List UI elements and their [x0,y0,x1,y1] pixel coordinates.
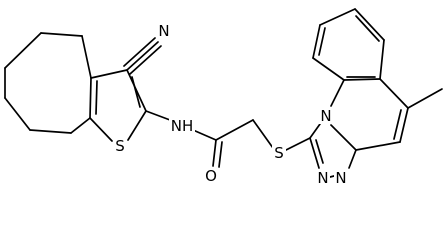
atom-label: S [274,144,284,162]
bond [309,137,320,169]
bond [354,8,385,41]
atom-labels: N NH S O S N N N [113,22,348,187]
bond [89,77,92,119]
bond [218,141,223,168]
bond [355,15,380,42]
bond [126,41,159,71]
bond [192,129,217,141]
bond [89,117,113,142]
bond [4,32,42,69]
atom-nitrile-n: N [157,22,171,40]
bond [329,175,335,178]
bond [95,80,98,115]
chemical-structure: N NH S O S N N N [4,8,443,187]
bond [285,137,311,151]
structure-canvas: N NH S O S N N N [4,8,443,187]
atom-label: S [115,137,125,155]
atom-label: N [320,107,331,125]
bond [379,39,385,80]
bond [123,37,156,67]
bond [330,79,345,107]
atom-nh: NH [169,117,195,135]
bond [309,123,321,139]
bond [4,97,31,131]
bond [131,76,141,108]
bond [312,57,345,81]
bond [355,141,401,151]
atom-label: N [317,169,328,187]
bond [126,69,147,112]
atom-label: NH [171,117,194,135]
bond [312,24,321,59]
bond [319,8,356,26]
bond [215,119,254,141]
bond [212,139,217,167]
atom-link-s: S [272,144,286,162]
atom-label: N [335,169,346,187]
bond [315,139,324,164]
bond [70,117,91,134]
bond [29,129,72,134]
atom-triazole-n2: N [334,169,348,187]
bond [318,27,326,56]
atom-bridge-n: N [319,107,333,125]
bond [343,78,381,81]
bond [330,124,357,151]
atom-triazole-n1: N [316,169,330,187]
bond [40,32,83,37]
bond [407,88,443,109]
bond [348,149,357,169]
atom-thiophene-s: S [113,137,127,155]
bond [90,69,128,79]
bond [399,107,409,143]
atom-label: O [205,167,217,185]
bond [81,35,92,79]
bond [379,78,409,109]
atom-carbonyl-o: O [204,167,218,185]
bond [145,110,171,121]
bond [127,110,147,141]
atom-label: N [158,22,169,40]
bond [252,119,274,149]
bonds [4,8,443,178]
bond [393,109,402,140]
bond [129,45,162,75]
